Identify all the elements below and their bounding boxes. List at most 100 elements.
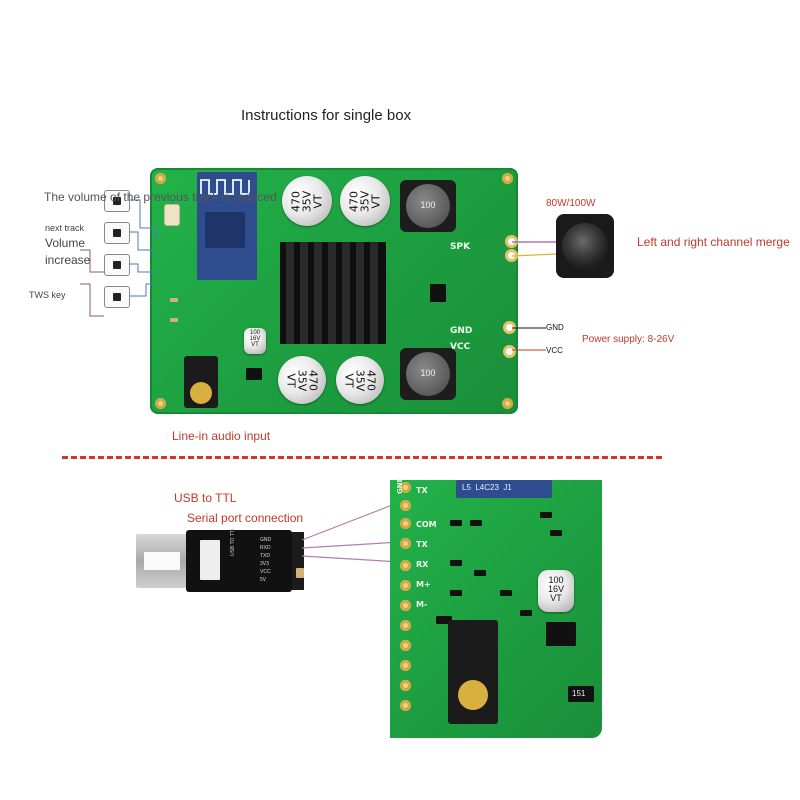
usb-pin-gnd: GND xyxy=(260,537,272,543)
prev-volume-down-button[interactable] xyxy=(104,190,130,212)
capacitor: 470 35V VT xyxy=(340,176,390,226)
usb-ttl-module: USB TO TTL GND RXD TXD 3V3 VCC 5V xyxy=(186,527,292,592)
gnd-pin xyxy=(506,324,513,331)
pin-label-m-minus: M- xyxy=(416,600,428,609)
smd-component xyxy=(436,616,452,624)
inductor-core: 100 xyxy=(406,184,450,228)
header-hole xyxy=(400,560,411,571)
cap-label: 470 35V VT xyxy=(284,369,320,392)
capacitor: 470 35V VT xyxy=(282,176,332,226)
spk-label: SPK xyxy=(450,242,471,252)
smd-component xyxy=(474,570,486,576)
usb-pin-labels: GND RXD TXD 3V3 VCC 5V xyxy=(260,536,271,584)
tws-button[interactable] xyxy=(104,286,130,308)
header-hole xyxy=(400,640,411,651)
reset-switch[interactable] xyxy=(164,204,180,226)
inductor-label: 100 xyxy=(420,368,436,378)
volume-up-button[interactable] xyxy=(104,254,130,276)
channel-merge-label: Left and right channel merge xyxy=(637,235,790,249)
mount-hole xyxy=(155,173,166,184)
smd-component xyxy=(520,610,532,616)
gnd-wire-label: GND xyxy=(546,323,564,332)
header-hole xyxy=(400,620,411,631)
header-hole xyxy=(400,580,411,591)
header-hole xyxy=(400,482,411,493)
pin-label-com: COM xyxy=(416,520,437,529)
power-wires xyxy=(512,327,546,351)
button-wires xyxy=(80,199,157,317)
mount-hole xyxy=(502,398,513,409)
heatsink xyxy=(280,242,386,344)
header-hole xyxy=(400,518,411,529)
volume-increase-label: Volume increase xyxy=(45,235,90,269)
cap-label: 470 35V VT xyxy=(342,369,378,392)
smd-component xyxy=(450,590,462,596)
pin-label-rx: RX xyxy=(416,560,429,569)
smd-component xyxy=(500,590,512,596)
header-hole xyxy=(400,700,411,711)
usb-pin-rxd: RXD xyxy=(260,545,271,551)
inductor-label: 100 xyxy=(420,200,436,210)
small-capacitor: 100 16V VT xyxy=(244,328,266,354)
next-track-button[interactable] xyxy=(104,222,130,244)
page-title: Instructions for single box xyxy=(241,107,412,124)
small-cap-label-bottom: 100 16V VT xyxy=(547,575,564,603)
usb-module-label: USB TO TTL xyxy=(230,527,236,556)
power-supply-label: Power supply: 8-26V xyxy=(582,334,675,345)
gnd-label: GND xyxy=(450,326,473,336)
smd-component xyxy=(170,298,178,302)
usb-ttl-label: USB to TTL xyxy=(174,491,237,505)
spk-pin xyxy=(508,252,515,259)
inductor-core: 100 xyxy=(406,352,450,396)
tws-key-label: TWS key xyxy=(29,290,66,300)
resistor-151: 151 xyxy=(568,686,594,702)
vcc-pin xyxy=(506,348,513,355)
line-in-jack[interactable] xyxy=(184,356,218,408)
vcc-wire-label: VCC xyxy=(546,346,563,355)
cap-label: 470 35V VT xyxy=(289,190,325,213)
smd-component xyxy=(540,512,552,518)
volume-increase-line1: Volume xyxy=(45,236,86,250)
small-cap-label: 100 16V VT xyxy=(249,330,261,348)
zoomed-pcb: GND TX COM TX RX M+ M- L5 L4C23 J1 100 1… xyxy=(390,476,602,738)
mount-hole xyxy=(155,398,166,409)
vcc-label: VCC xyxy=(450,342,471,352)
bt-edge-text: L5 L4C23 J1 xyxy=(462,483,512,492)
inductor: 100 xyxy=(400,180,456,232)
pin-label-tx: TX xyxy=(416,540,428,549)
speaker xyxy=(556,214,614,278)
line-in-jack-zoomed[interactable] xyxy=(448,620,498,724)
main-pcb: 470 35V VT 470 35V VT 100 100 470 35V VT… xyxy=(150,168,518,414)
header-hole xyxy=(400,538,411,549)
next-track-label: next track xyxy=(45,223,85,233)
smd-component xyxy=(246,368,262,380)
smd-component xyxy=(470,520,482,526)
capacitor: 470 35V VT xyxy=(336,356,384,404)
header-hole xyxy=(400,660,411,671)
volume-increase-line2: increase xyxy=(45,253,91,267)
speaker-cone xyxy=(562,223,608,269)
usb-plug xyxy=(136,534,188,588)
header-hole xyxy=(400,600,411,611)
line-in-label: Line-in audio input xyxy=(172,429,271,443)
usb-led xyxy=(296,568,304,578)
inductor: 100 xyxy=(400,348,456,400)
jack-ring xyxy=(190,382,212,404)
ic-chip xyxy=(430,284,446,302)
resistor-code: 151 xyxy=(572,689,586,698)
section-divider xyxy=(62,456,662,459)
usb-plug-slot xyxy=(144,552,180,570)
speaker-power-label: 80W/100W xyxy=(546,198,596,209)
smd-component xyxy=(450,520,462,526)
smd-component xyxy=(170,318,178,322)
bt-chip xyxy=(205,212,245,248)
antenna-icon xyxy=(200,179,250,195)
header-hole xyxy=(400,680,411,691)
capacitor: 470 35V VT xyxy=(278,356,326,404)
serial-connection-label: Serial port connection xyxy=(187,511,304,525)
jack-ring xyxy=(458,680,488,710)
prev-volume-down-label: The volume of the previous track is redu… xyxy=(44,190,277,204)
header-hole xyxy=(400,500,411,511)
serial-wires xyxy=(301,501,401,563)
pin-label-gnd: GND xyxy=(396,476,404,494)
